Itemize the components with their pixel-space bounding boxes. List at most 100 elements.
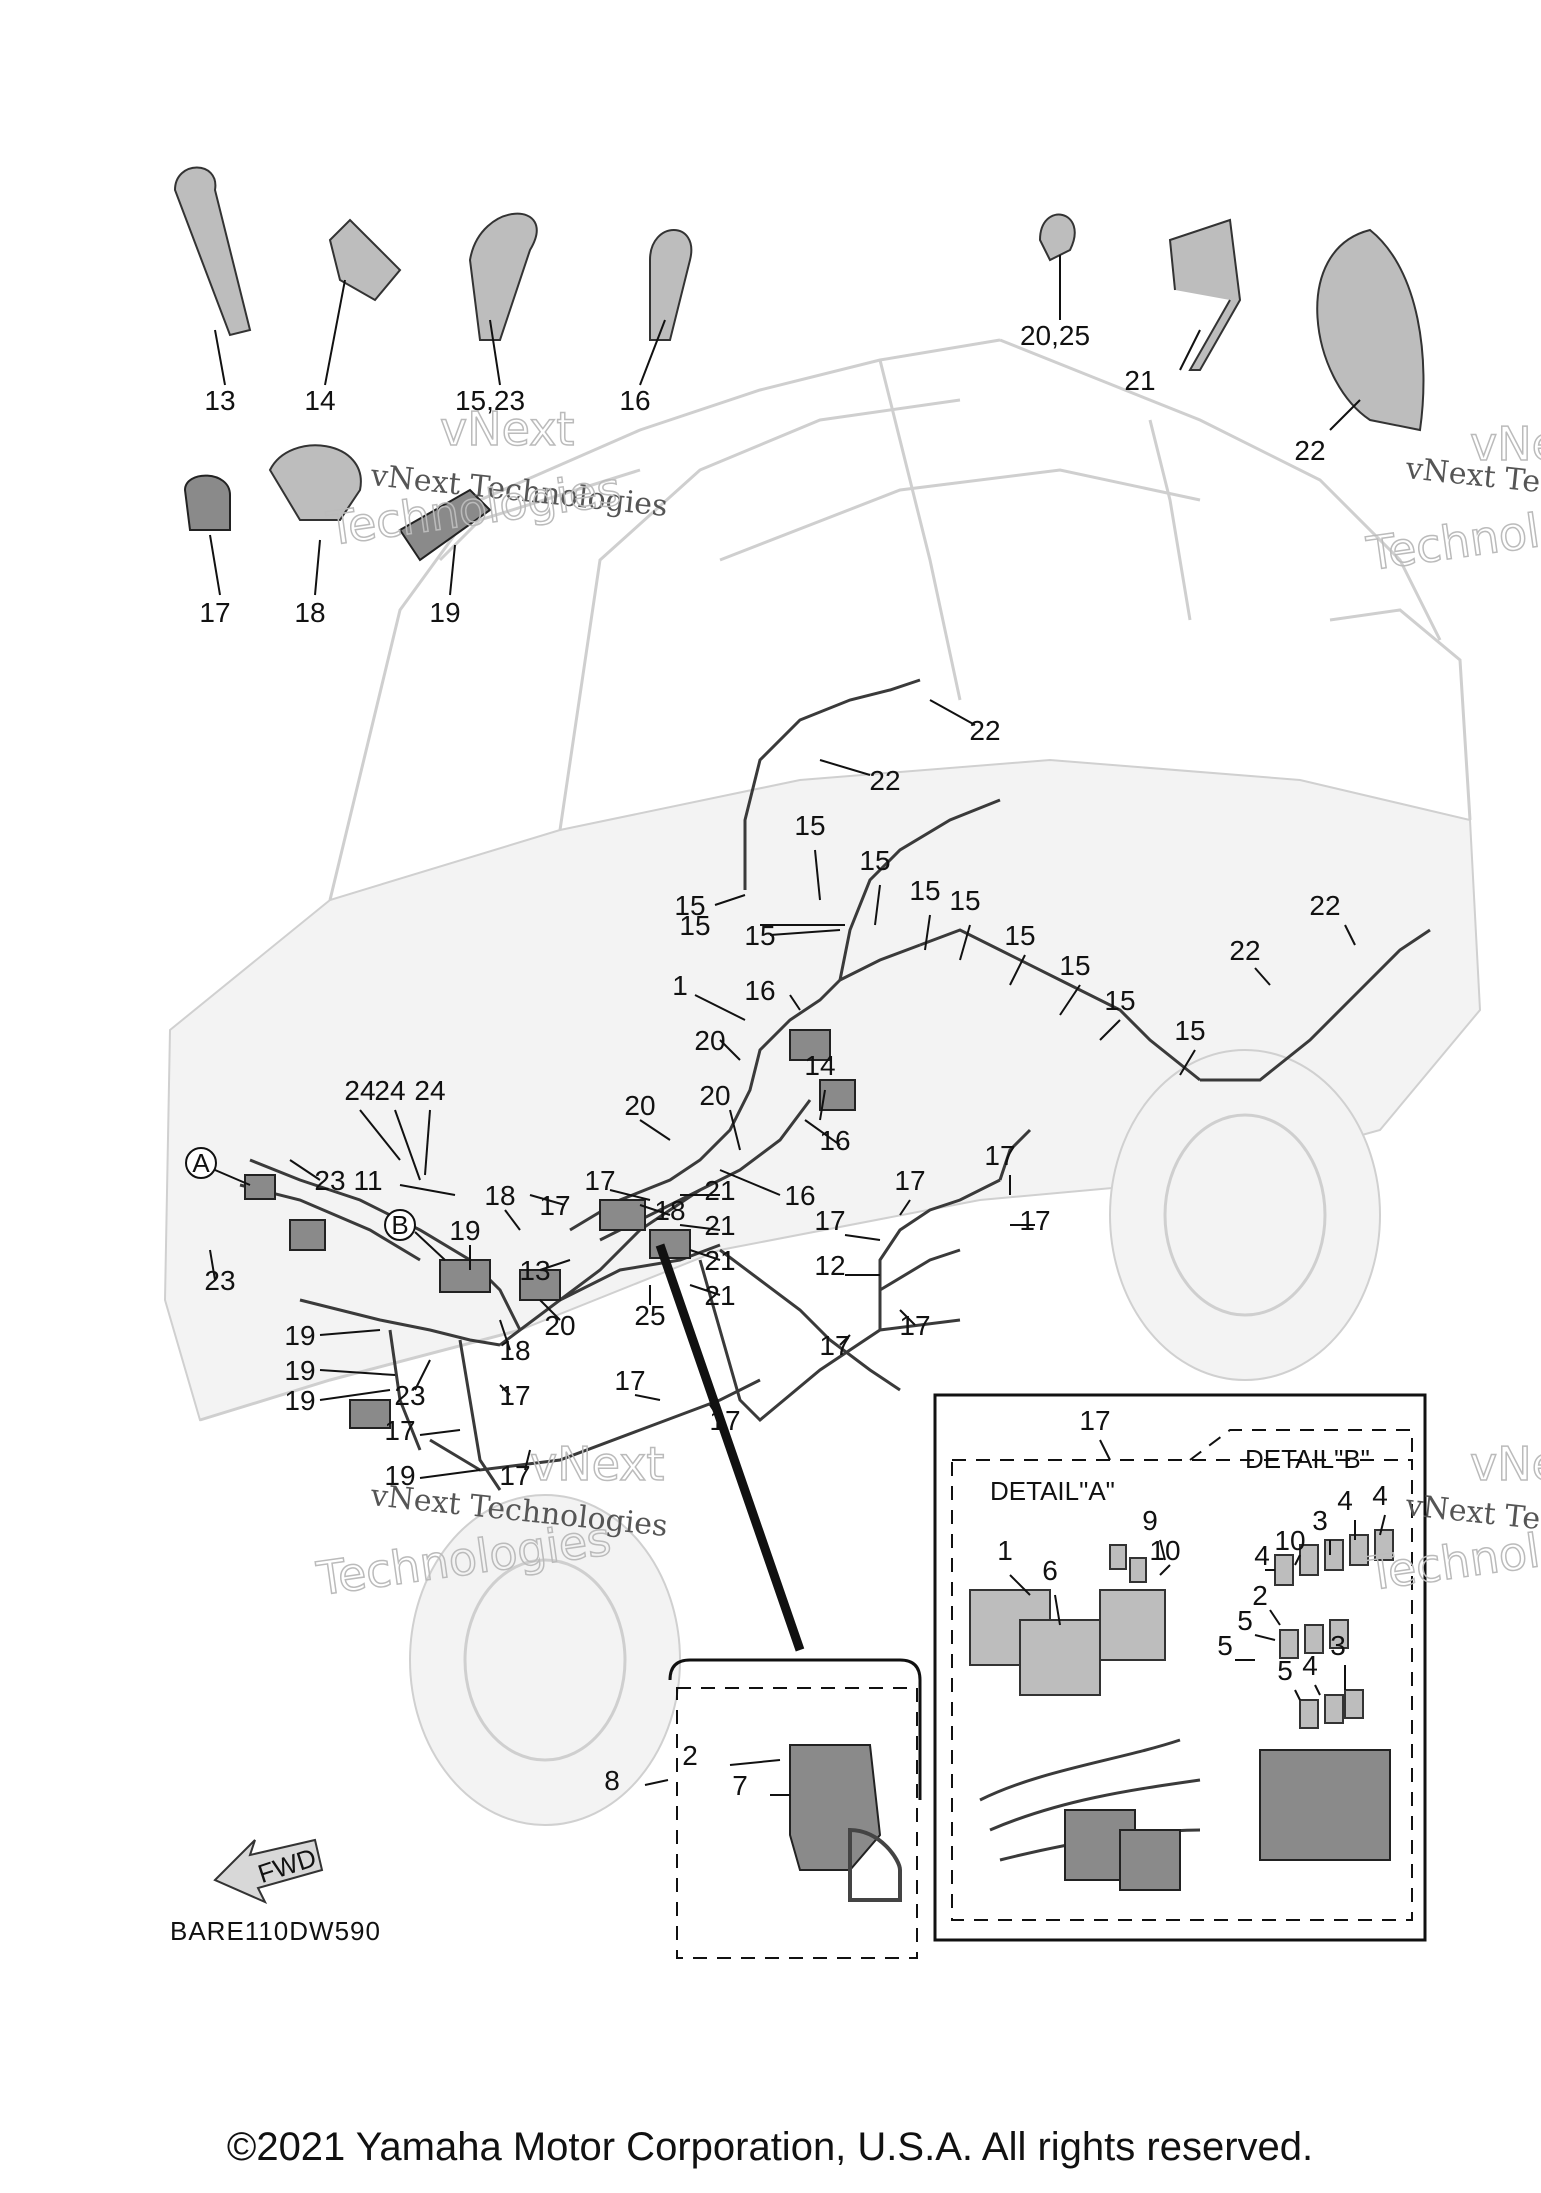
callout-label: 3 [1312,1505,1328,1536]
callout-leader [1269,1609,1281,1626]
callout-leader [689,1249,721,1261]
callout-label: 17 [539,1190,570,1221]
callout-leader [729,1109,741,1151]
callout-leader [1009,1574,1031,1596]
callout-leader [1099,1439,1111,1461]
callout-label: 1 [997,1535,1013,1566]
callout-leader [1294,1554,1301,1566]
callout-label: 17 [899,1310,930,1341]
callout-label: 15 [1104,985,1135,1016]
callout-leader [634,1394,661,1401]
callout-leader [924,914,931,951]
callout-label: 17 [584,1165,615,1196]
callout-leader [1159,1539,1166,1561]
inset-details-box [933,1393,1427,1942]
callout-label: 23 [204,1265,235,1296]
callout-leader [929,699,976,726]
callout-leader [289,1159,321,1181]
callout-leader [679,1224,721,1231]
callout-leader [1344,924,1356,946]
callout-label: 23 [394,1380,425,1411]
marker-b: B [384,1209,446,1261]
marker-a: A [185,1147,251,1186]
detail-leader [655,1243,805,1652]
callout-label: 11 [353,1165,382,1196]
callout-label: 20 [694,1025,725,1056]
callout-label: 5 [1217,1630,1233,1661]
callout-label: 22 [869,765,900,796]
callout-leader [694,994,746,1021]
callout-leader [709,1404,721,1421]
callout-label: 20,25 [1020,320,1090,351]
callout-label: 18 [499,1335,530,1366]
callout-label: 4 [1254,1540,1270,1571]
callout-label: 17 [819,1330,850,1361]
callout-label: 15 [1059,950,1090,981]
callout-leader [539,1299,561,1321]
callout-label: 19 [284,1355,315,1386]
callout-leader [399,1184,456,1196]
callout-leader [524,1449,531,1471]
callout-leader [419,1469,481,1479]
callout-leader [719,1169,781,1196]
callout-leader [1054,1594,1061,1626]
callout-label: 8 [604,1765,620,1796]
callout-leader [504,1209,521,1231]
callout-label: 6 [1042,1555,1058,1586]
callout-label: 23 [314,1165,345,1196]
callout-label: 15 [1174,1015,1205,1046]
callout-label: 22 [969,715,1000,746]
callout-label: 17 [499,1380,530,1411]
callout-label: 21 [704,1245,735,1276]
callout-leader [1179,329,1201,371]
callout-label: 17 [709,1405,740,1436]
callout-label: 5 [1237,1605,1253,1636]
callout-label: 21 [704,1210,735,1241]
callout-leader [819,759,871,776]
inset-fuse-box [668,1658,922,1959]
callout-label: 18 [484,1180,515,1211]
callout-label: 18 [294,597,325,628]
callout-label: 17 [199,597,230,628]
callout-label: 16 [619,385,650,416]
callout-leader [789,994,801,1011]
callout-label: 4 [1337,1485,1353,1516]
callout-leader [959,924,971,961]
callout-leader [639,1204,671,1216]
callout-label: 15 [674,890,705,921]
callout-label: 20 [544,1310,575,1341]
fwd-arrow: FWD [213,1838,324,1905]
callout-leader [1329,399,1361,431]
callout-leader [899,1309,916,1326]
callout-label: 18 [654,1195,685,1226]
callout-label: 9 [1142,1505,1158,1536]
callout-label: 2 [682,1740,698,1771]
marker-a-label: A [192,1148,210,1178]
callout-leader [1314,1684,1321,1696]
callout-label: 17 [984,1140,1015,1171]
callout-label: 7 [732,1770,748,1801]
callout-label: 22 [1309,890,1340,921]
callout-leader [419,1429,461,1436]
callout-leader [414,1359,431,1391]
callout-label: 12 [814,1250,845,1281]
callout-label: 15 [859,845,890,876]
callout-label: 5 [1277,1655,1293,1686]
callout-label: 20 [624,1090,655,1121]
callout-leader [1099,1019,1121,1041]
watermark-brand-4: vNext [1470,1437,1541,1491]
callout-label: 10 [1274,1525,1305,1556]
callout-label: 17 [499,1460,530,1491]
callout-label: 15 [794,810,825,841]
callout-label: 21 [704,1280,735,1311]
callout-leader [714,894,746,906]
callout-label: 15 [949,885,980,916]
callout-leader [314,539,321,596]
main-harness [239,678,1431,1491]
callout-label: 15 [679,910,710,941]
callout-leader [729,1759,781,1766]
marker-b-label: B [391,1210,408,1240]
watermark-word-3: Technologies [1363,486,1541,581]
callout-label: 25 [634,1300,665,1331]
callout-label: 15 [1004,920,1035,951]
